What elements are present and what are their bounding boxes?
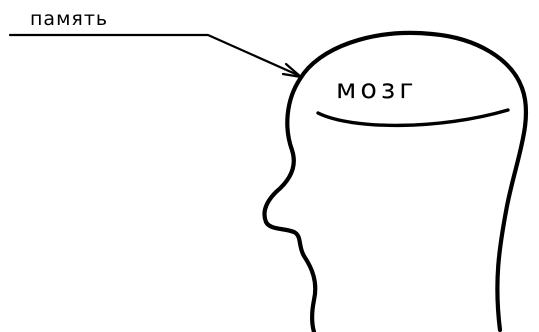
brain-boundary-line [316,108,510,128]
brain-label: мозг [336,74,417,105]
memory-leader-line [8,33,302,78]
memory-label: память [30,8,108,30]
head-outline [262,30,529,332]
